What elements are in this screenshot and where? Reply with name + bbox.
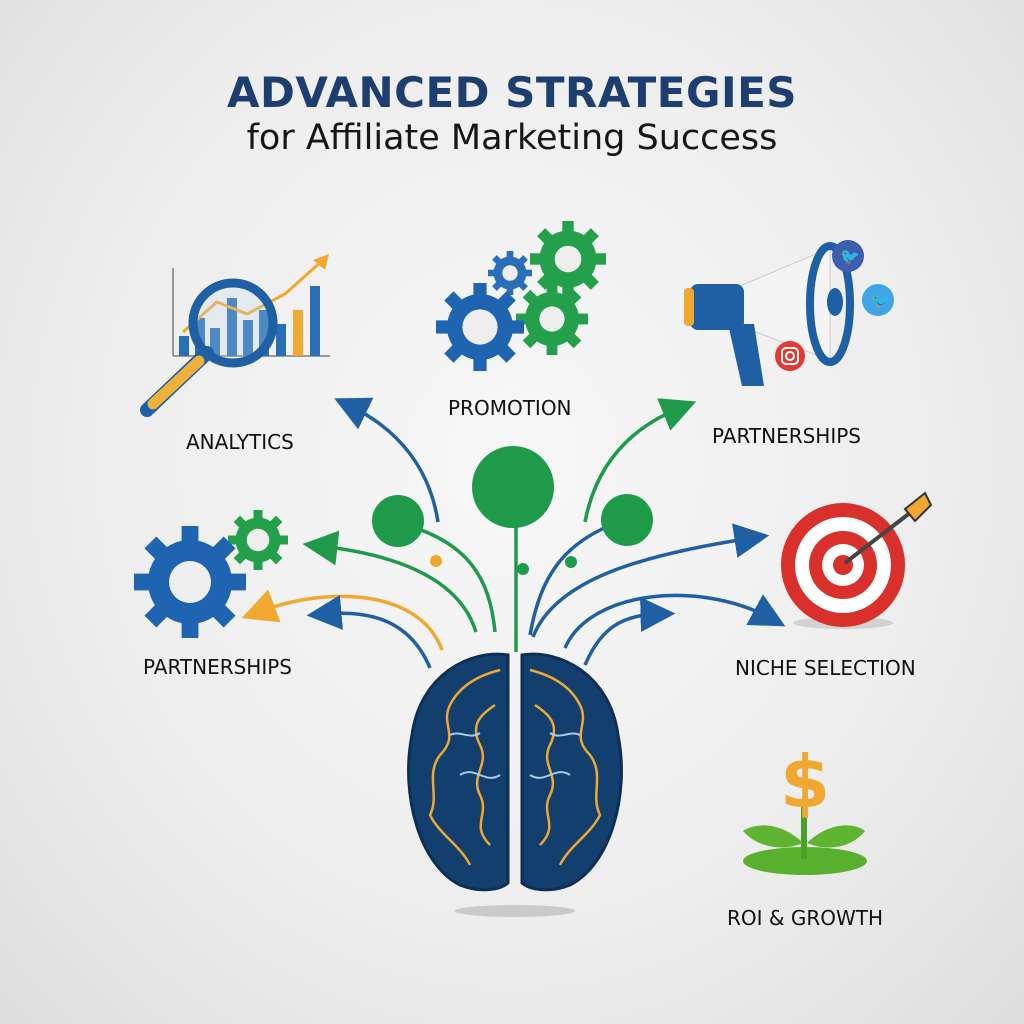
node-label-partnerships-left: PARTNERSHIPS	[143, 655, 293, 679]
page-subtitle: for Affiliate Marketing Success	[246, 118, 778, 158]
node-label-niche: NICHE SELECTION	[735, 656, 916, 680]
gears-icon	[134, 510, 288, 638]
svg-text:$: $	[780, 740, 830, 824]
svg-text:🐦: 🐦	[870, 291, 890, 310]
magnifier-bar-chart-icon	[140, 254, 330, 417]
node-label-promotion: PROMOTION	[448, 396, 572, 420]
node-label-partnerships-top: PARTNERSHIPS	[712, 424, 862, 448]
node-label-roi: ROI & GROWTH	[727, 906, 884, 930]
megaphone-social-icon: 🐦 🐦	[684, 240, 894, 386]
gears-icon	[436, 221, 606, 371]
dollar-plant-icon: $	[743, 740, 867, 875]
svg-text:🐦: 🐦	[840, 247, 860, 266]
page-title: ADVANCED STRATEGIES	[226, 68, 798, 117]
brain-icon	[407, 652, 623, 917]
node-label-analytics: ANALYTICS	[186, 430, 294, 454]
target-arrow-icon	[781, 491, 933, 629]
